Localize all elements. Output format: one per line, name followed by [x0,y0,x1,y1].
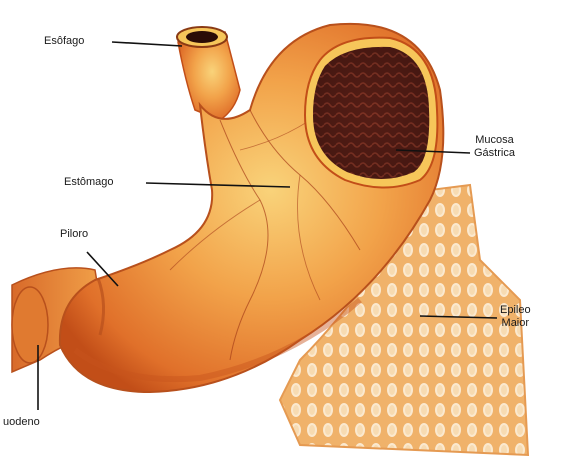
label-mucosa-line1: Mucosa [474,134,515,147]
label-duodeno: uodeno [3,416,40,429]
label-piloro: Piloro [60,228,88,241]
gastric-mucosa [305,38,437,188]
leader-line-esofago [112,42,182,46]
label-epileo-line1: Epileo [500,304,531,317]
label-mucosa-gastrica: Mucosa Gástrica [474,134,515,160]
esophagus [177,27,240,120]
label-epileo-line2: Maior [500,317,531,330]
label-epileo-maior: Epileo Maior [500,304,531,330]
label-mucosa-line2: Gástrica [474,147,515,160]
label-esofago: Esôfago [44,35,84,48]
label-estomago: Estômago [64,176,114,189]
